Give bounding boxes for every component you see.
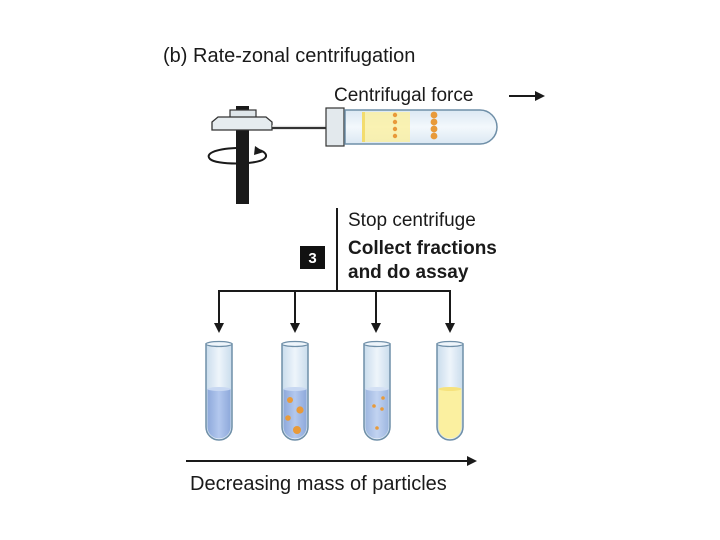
fraction-meniscus <box>438 387 462 391</box>
tube-rim <box>205 340 233 348</box>
step-number: 3 <box>308 250 316 267</box>
tube-rim <box>281 340 309 348</box>
fraction-liquid <box>438 389 462 439</box>
fraction-meniscus <box>365 387 389 391</box>
particle-small <box>381 396 385 400</box>
fraction-tube-2 <box>281 340 309 441</box>
fraction-liquid <box>365 389 389 439</box>
fraction-tube-4 <box>436 340 464 441</box>
rotation-arrow-icon <box>207 147 268 165</box>
fraction-meniscus <box>207 387 231 391</box>
fraction-liquid <box>207 389 231 439</box>
particle-small-band <box>392 112 398 118</box>
rotor-assembly <box>207 106 344 204</box>
particle-large-band <box>430 111 438 119</box>
particle-small <box>372 404 376 408</box>
fraction-tube-1 <box>205 340 233 441</box>
particle-large-band <box>430 132 438 140</box>
particle-small-band <box>392 119 398 125</box>
fraction-tube-3 <box>363 340 391 441</box>
tube-holder <box>325 107 345 147</box>
stop-centrifuge-label: Stop centrifuge <box>348 210 476 231</box>
rotor-disk <box>211 116 273 131</box>
particle-small-band <box>392 126 398 132</box>
particle-large <box>296 406 304 414</box>
particle-large <box>287 397 293 403</box>
collect-fractions-label: Collect fractions <box>348 238 497 259</box>
particle-large <box>293 426 301 434</box>
particle-small-band <box>392 133 398 139</box>
spinning-tube <box>325 107 498 147</box>
figure-title: (b) Rate-zonal centrifugation <box>163 45 415 67</box>
centrifugal-force-label: Centrifugal force <box>334 85 473 106</box>
do-assay-label: and do assay <box>348 262 469 283</box>
particle-small <box>380 407 384 411</box>
tube-rim <box>436 340 464 348</box>
fraction-meniscus <box>283 387 307 391</box>
gradient-band <box>362 112 410 142</box>
rotation-arrow-head <box>254 146 264 155</box>
decreasing-mass-label: Decreasing mass of particles <box>190 473 447 495</box>
particle-large-band <box>430 125 438 133</box>
tube-rim <box>363 340 391 348</box>
particle-large <box>285 415 291 421</box>
particle-large-band <box>430 118 438 126</box>
particle-small <box>375 426 379 430</box>
step-number-box <box>300 246 325 269</box>
band-edge <box>362 112 365 142</box>
